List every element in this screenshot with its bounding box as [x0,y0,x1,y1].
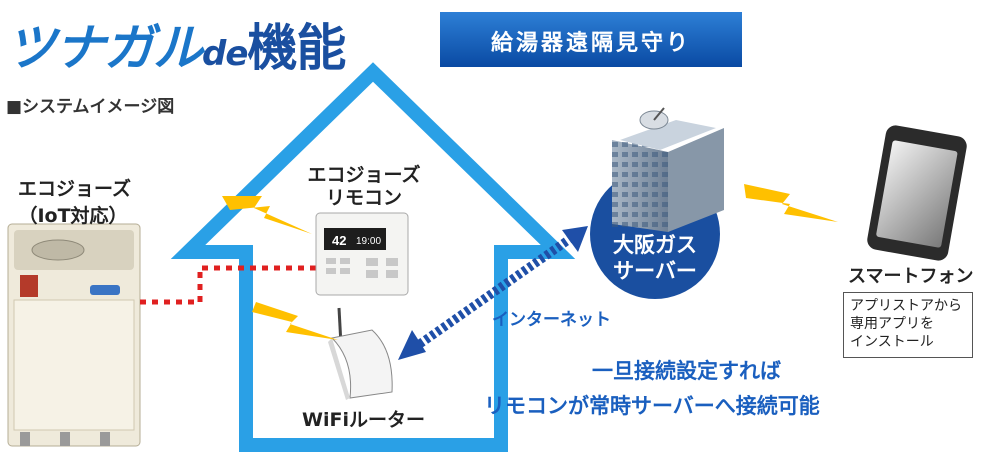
internet-label: インターネット [492,310,611,330]
arrow-head-router [398,330,426,360]
server-building [612,107,724,232]
title-kino: 機能 [247,19,346,77]
feature-title: ツナガルde機能 [6,8,346,80]
badge-label: 給湯器遠隔見守り [490,31,691,56]
connection-cable [140,265,325,305]
title-de: de [202,34,248,74]
message-line1: 一旦接続設定すれば [592,359,781,383]
section-label: ■システムイメージ図 [6,97,175,117]
server-label-line1: 大阪ガス [613,233,697,257]
remote-label-line2: リモコン [325,187,402,209]
signal-bolt-remote [222,196,312,234]
arrow-head-server [562,226,588,252]
svg-text:19:00: 19:00 [356,236,381,247]
feature-badge: 給湯器遠隔見守り [440,12,742,67]
signal-bolt-router [252,302,338,340]
heater-label-line2: （IoT対応） [18,205,128,227]
server-label: 大阪ガス サーバー [605,232,705,284]
message-line2: リモコンが常時サーバーへ接続可能 [484,394,820,418]
internet-link [411,232,577,352]
house-outline [170,62,576,452]
note-line: アプリストアから [850,298,962,314]
remote-label-line1: エコジョーズ [307,164,421,186]
signal-bolt-phone [744,184,838,222]
svg-text:42: 42 [332,233,346,248]
title-tsunagaru: ツナガル [6,19,203,77]
note-line: 専用アプリを [850,316,934,332]
smartphone-label: スマートフォン [848,266,974,287]
server-label-line2: サーバー [613,259,697,283]
heater-label-line1: エコジョーズ [18,178,132,200]
note-line: インストール [850,334,934,350]
water-heater-unit [7,223,141,447]
router-label: WiFiルーター [302,409,425,431]
smartphone-device [867,125,967,261]
wifi-router-device [328,307,393,400]
app-install-note: アプリストアから 専用アプリを インストール [843,292,973,358]
remote-label: エコジョーズ リモコン [304,164,424,210]
heater-label: エコジョーズ （IoT対応） [18,174,132,228]
remote-controller-device: 42 19:00 [315,212,409,296]
